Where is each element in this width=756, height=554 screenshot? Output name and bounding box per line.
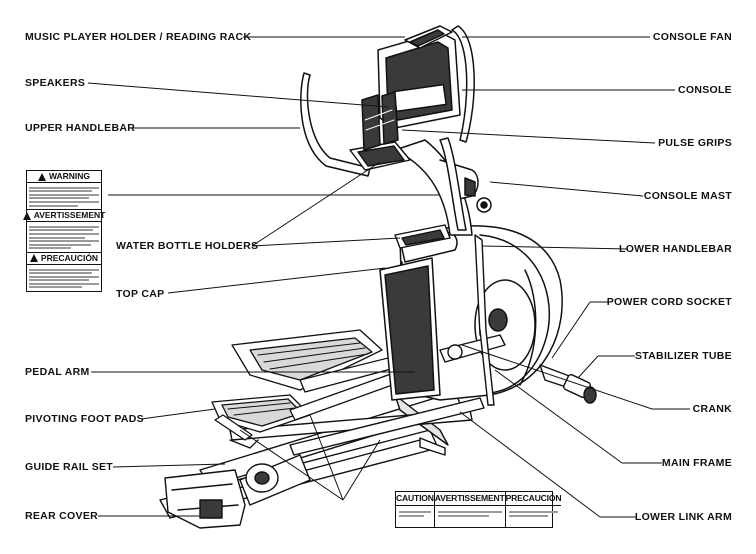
caution-heading: CAUTION <box>396 492 434 506</box>
label-lower-handlebar: LOWER HANDLEBAR <box>619 243 732 255</box>
precaucion-heading: PRECAUCIÓN <box>40 252 99 263</box>
label-stabilizer-tube: STABILIZER TUBE <box>634 350 732 362</box>
warning-triangle-icon <box>37 172 46 181</box>
label-console-fan: CONSOLE FAN <box>652 31 732 43</box>
label-main-frame: MAIN FRAME <box>661 457 732 469</box>
console-mast-drawing <box>394 139 492 236</box>
label-lower-link-arm: LOWER LINK ARM <box>634 511 732 523</box>
leader-lines <box>87 36 690 518</box>
caution-precaucion-heading: PRECAUCIÓN <box>505 492 562 506</box>
avertissement-heading: AVERTISSEMENT <box>33 210 106 221</box>
warning-triangle-icon <box>22 211 31 220</box>
label-upper-handlebar: UPPER HANDLEBAR <box>25 122 136 134</box>
caution-decal: CAUTION AVERTISSEMENT PRECAUCIÓN <box>395 491 562 528</box>
console-drawing <box>361 25 461 151</box>
label-music-player-holder: MUSIC PLAYER HOLDER / READING RACK <box>25 31 252 43</box>
label-pivoting-foot-pads: PIVOTING FOOT PADS <box>25 413 144 425</box>
lower-handlebar-drawing <box>474 234 495 406</box>
upper-handlebar-drawing <box>300 25 475 231</box>
label-water-bottle-holders: WATER BOTTLE HOLDERS <box>116 240 259 252</box>
label-speakers: SPEAKERS <box>25 77 86 89</box>
label-pulse-grips: PULSE GRIPS <box>658 137 732 149</box>
shroud-drawing <box>379 225 563 401</box>
label-guide-rail-set: GUIDE RAIL SET <box>25 461 114 473</box>
label-pedal-arm: PEDAL ARM <box>25 366 90 378</box>
label-console-mast: CONSOLE MAST <box>643 190 732 202</box>
rear-cover-drawing <box>164 454 311 529</box>
label-top-cap: TOP CAP <box>116 288 165 300</box>
warning-decal: WARNING AVERTISSEMENT PRECAUCIÓN <box>22 170 105 293</box>
label-rear-cover: REAR COVER <box>25 510 99 522</box>
label-console: CONSOLE <box>677 84 732 96</box>
label-crank: CRANK <box>692 403 732 415</box>
caution-avertissement-heading: AVERTISSEMENT <box>434 492 505 506</box>
lower-link-arm-drawing <box>229 397 485 456</box>
stabilizer-drawing <box>539 364 597 404</box>
label-power-cord-socket: POWER CORD SOCKET <box>606 296 732 308</box>
warning-heading: WARNING <box>48 171 91 181</box>
pedal-drawing <box>211 329 435 449</box>
warning-triangle-icon <box>29 254 38 263</box>
